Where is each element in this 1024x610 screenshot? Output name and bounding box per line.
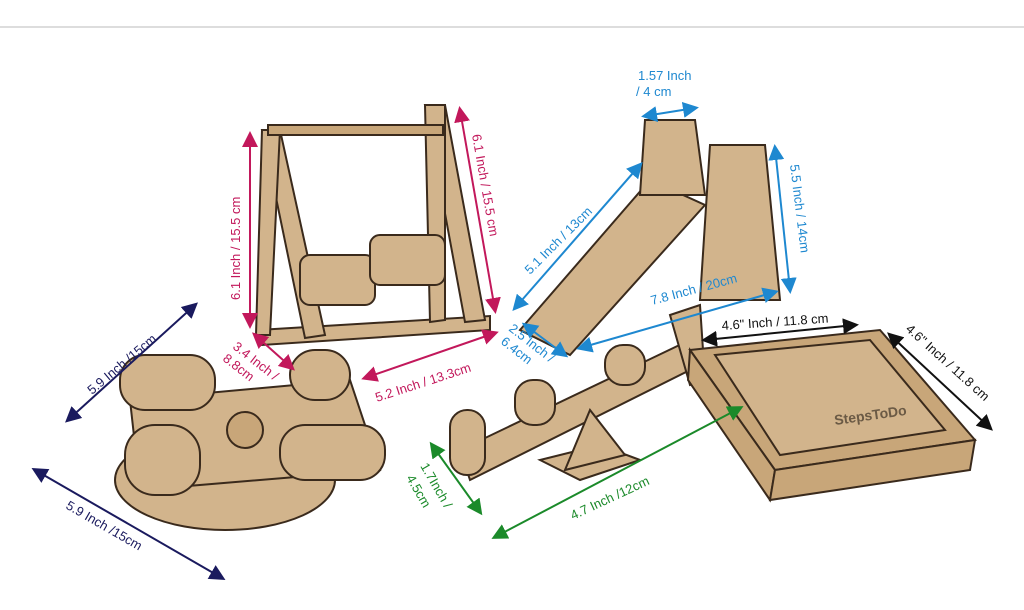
- slide-top-width-label-2: / 4 cm: [636, 84, 671, 99]
- swing-set: [254, 104, 491, 347]
- sandbox-width-label: 4.6" Inch / 11.8 cm: [721, 311, 829, 333]
- dimension-arrows: [31, 101, 993, 581]
- swing-height-left-label: 6.1 Inch / 15.5 cm: [228, 197, 243, 300]
- slide-height-label: 5.5 Inch / 14cm: [787, 164, 813, 254]
- slide-top-width-label-1: 1.57 Inch: [638, 68, 692, 83]
- swing-width-label: 5.2 Inch / 13.3cm: [373, 360, 472, 405]
